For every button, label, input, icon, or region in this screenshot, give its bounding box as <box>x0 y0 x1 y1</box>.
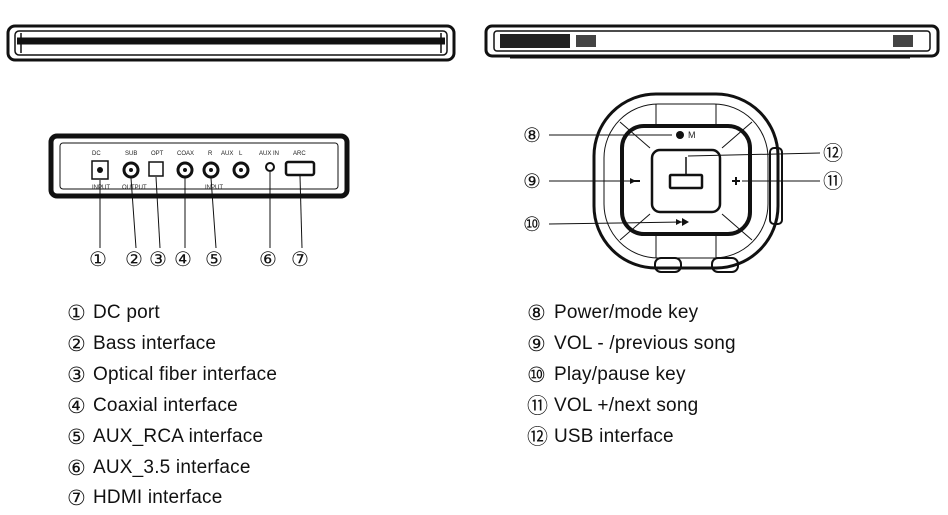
callout-7: ⑦ <box>291 247 309 271</box>
port-label-dc: DC <box>92 151 101 157</box>
callout-8: ⑧ <box>523 123 541 147</box>
legend-num-1: ① <box>67 301 86 325</box>
power-mode-mark: M <box>688 130 696 140</box>
legend-num-4: ④ <box>67 394 86 418</box>
back-port-panel: DC INPUT SUB OUTPUT OPT COAX R AUX L INP… <box>48 133 350 271</box>
legend-text-12: USB interface <box>554 426 674 447</box>
port-label-aux35: AUX IN <box>259 151 279 157</box>
port-label-hdmi: ARC <box>293 151 306 157</box>
opt-port-shape <box>148 161 164 177</box>
legend-num-5: ⑤ <box>67 425 86 449</box>
legend-text-1: DC port <box>93 302 160 323</box>
legend-num-8: ⑧ <box>527 301 546 325</box>
port-label-aux-sub: INPUT <box>205 185 223 191</box>
legend-text-8: Power/mode key <box>554 302 699 323</box>
legend-num-10: ⑩ <box>527 363 546 387</box>
legend-num-6: ⑥ <box>67 456 86 480</box>
soundbar-top-view <box>6 24 456 62</box>
callout-11: ⑪ <box>823 169 843 193</box>
aux-r-port-shape <box>202 161 220 179</box>
play-icon <box>682 218 689 226</box>
port-label-coax: COAX <box>177 151 194 157</box>
legend-num-7: ⑦ <box>67 486 86 510</box>
legend-text-2: Bass interface <box>93 333 217 354</box>
callout-3: ③ <box>149 247 167 271</box>
legend-text-7: HDMI interface <box>93 487 223 508</box>
usb-slot-shape <box>668 173 704 190</box>
soundbar-front-view <box>484 24 940 59</box>
coax-port-shape <box>176 161 194 179</box>
callout-10: ⑩ <box>523 212 541 236</box>
callout-2: ② <box>125 247 143 271</box>
power-icon <box>676 131 684 139</box>
legend-num-12: ⑫ <box>527 425 548 449</box>
port-label-l: L <box>239 151 243 157</box>
legend-num-3: ③ <box>67 363 86 387</box>
callout-4: ④ <box>174 247 192 271</box>
legend-text-9: VOL - /previous song <box>554 333 736 354</box>
sub-port-shape <box>122 161 140 179</box>
legend-text-4: Coaxial interface <box>93 395 238 416</box>
legend-num-2: ② <box>67 332 86 356</box>
port-label-sub-sub: OUTPUT <box>122 185 147 191</box>
callout-12: ⑫ <box>823 141 843 165</box>
dc-port-shape <box>91 160 109 180</box>
aux-l-port-shape <box>232 161 250 179</box>
callout-1: ① <box>89 247 107 271</box>
legend-num-11: ⑪ <box>527 394 548 418</box>
legend-text-5: AUX_RCA interface <box>93 426 264 447</box>
control-button-panel: M ⑧ ⑨ ⑩ ⑪ ⑫ <box>523 92 843 273</box>
port-label-sub: SUB <box>125 151 137 157</box>
port-label-dc-sub: INPUT <box>92 185 110 191</box>
legend-text-6: AUX_3.5 interface <box>93 457 251 478</box>
aux35-port-shape <box>265 162 275 172</box>
legend-num-9: ⑨ <box>527 332 546 356</box>
legend-text-3: Optical fiber interface <box>93 364 278 385</box>
hdmi-port-shape <box>284 160 316 177</box>
callout-6: ⑥ <box>259 247 277 271</box>
port-label-r: R <box>208 151 213 157</box>
callout-5: ⑤ <box>205 247 223 271</box>
legend-text-10: Play/pause key <box>554 364 686 385</box>
port-label-aux: AUX <box>221 151 233 157</box>
port-label-opt: OPT <box>151 151 164 157</box>
legend-text-11: VOL +/next song <box>554 395 699 416</box>
callout-9: ⑨ <box>523 169 541 193</box>
